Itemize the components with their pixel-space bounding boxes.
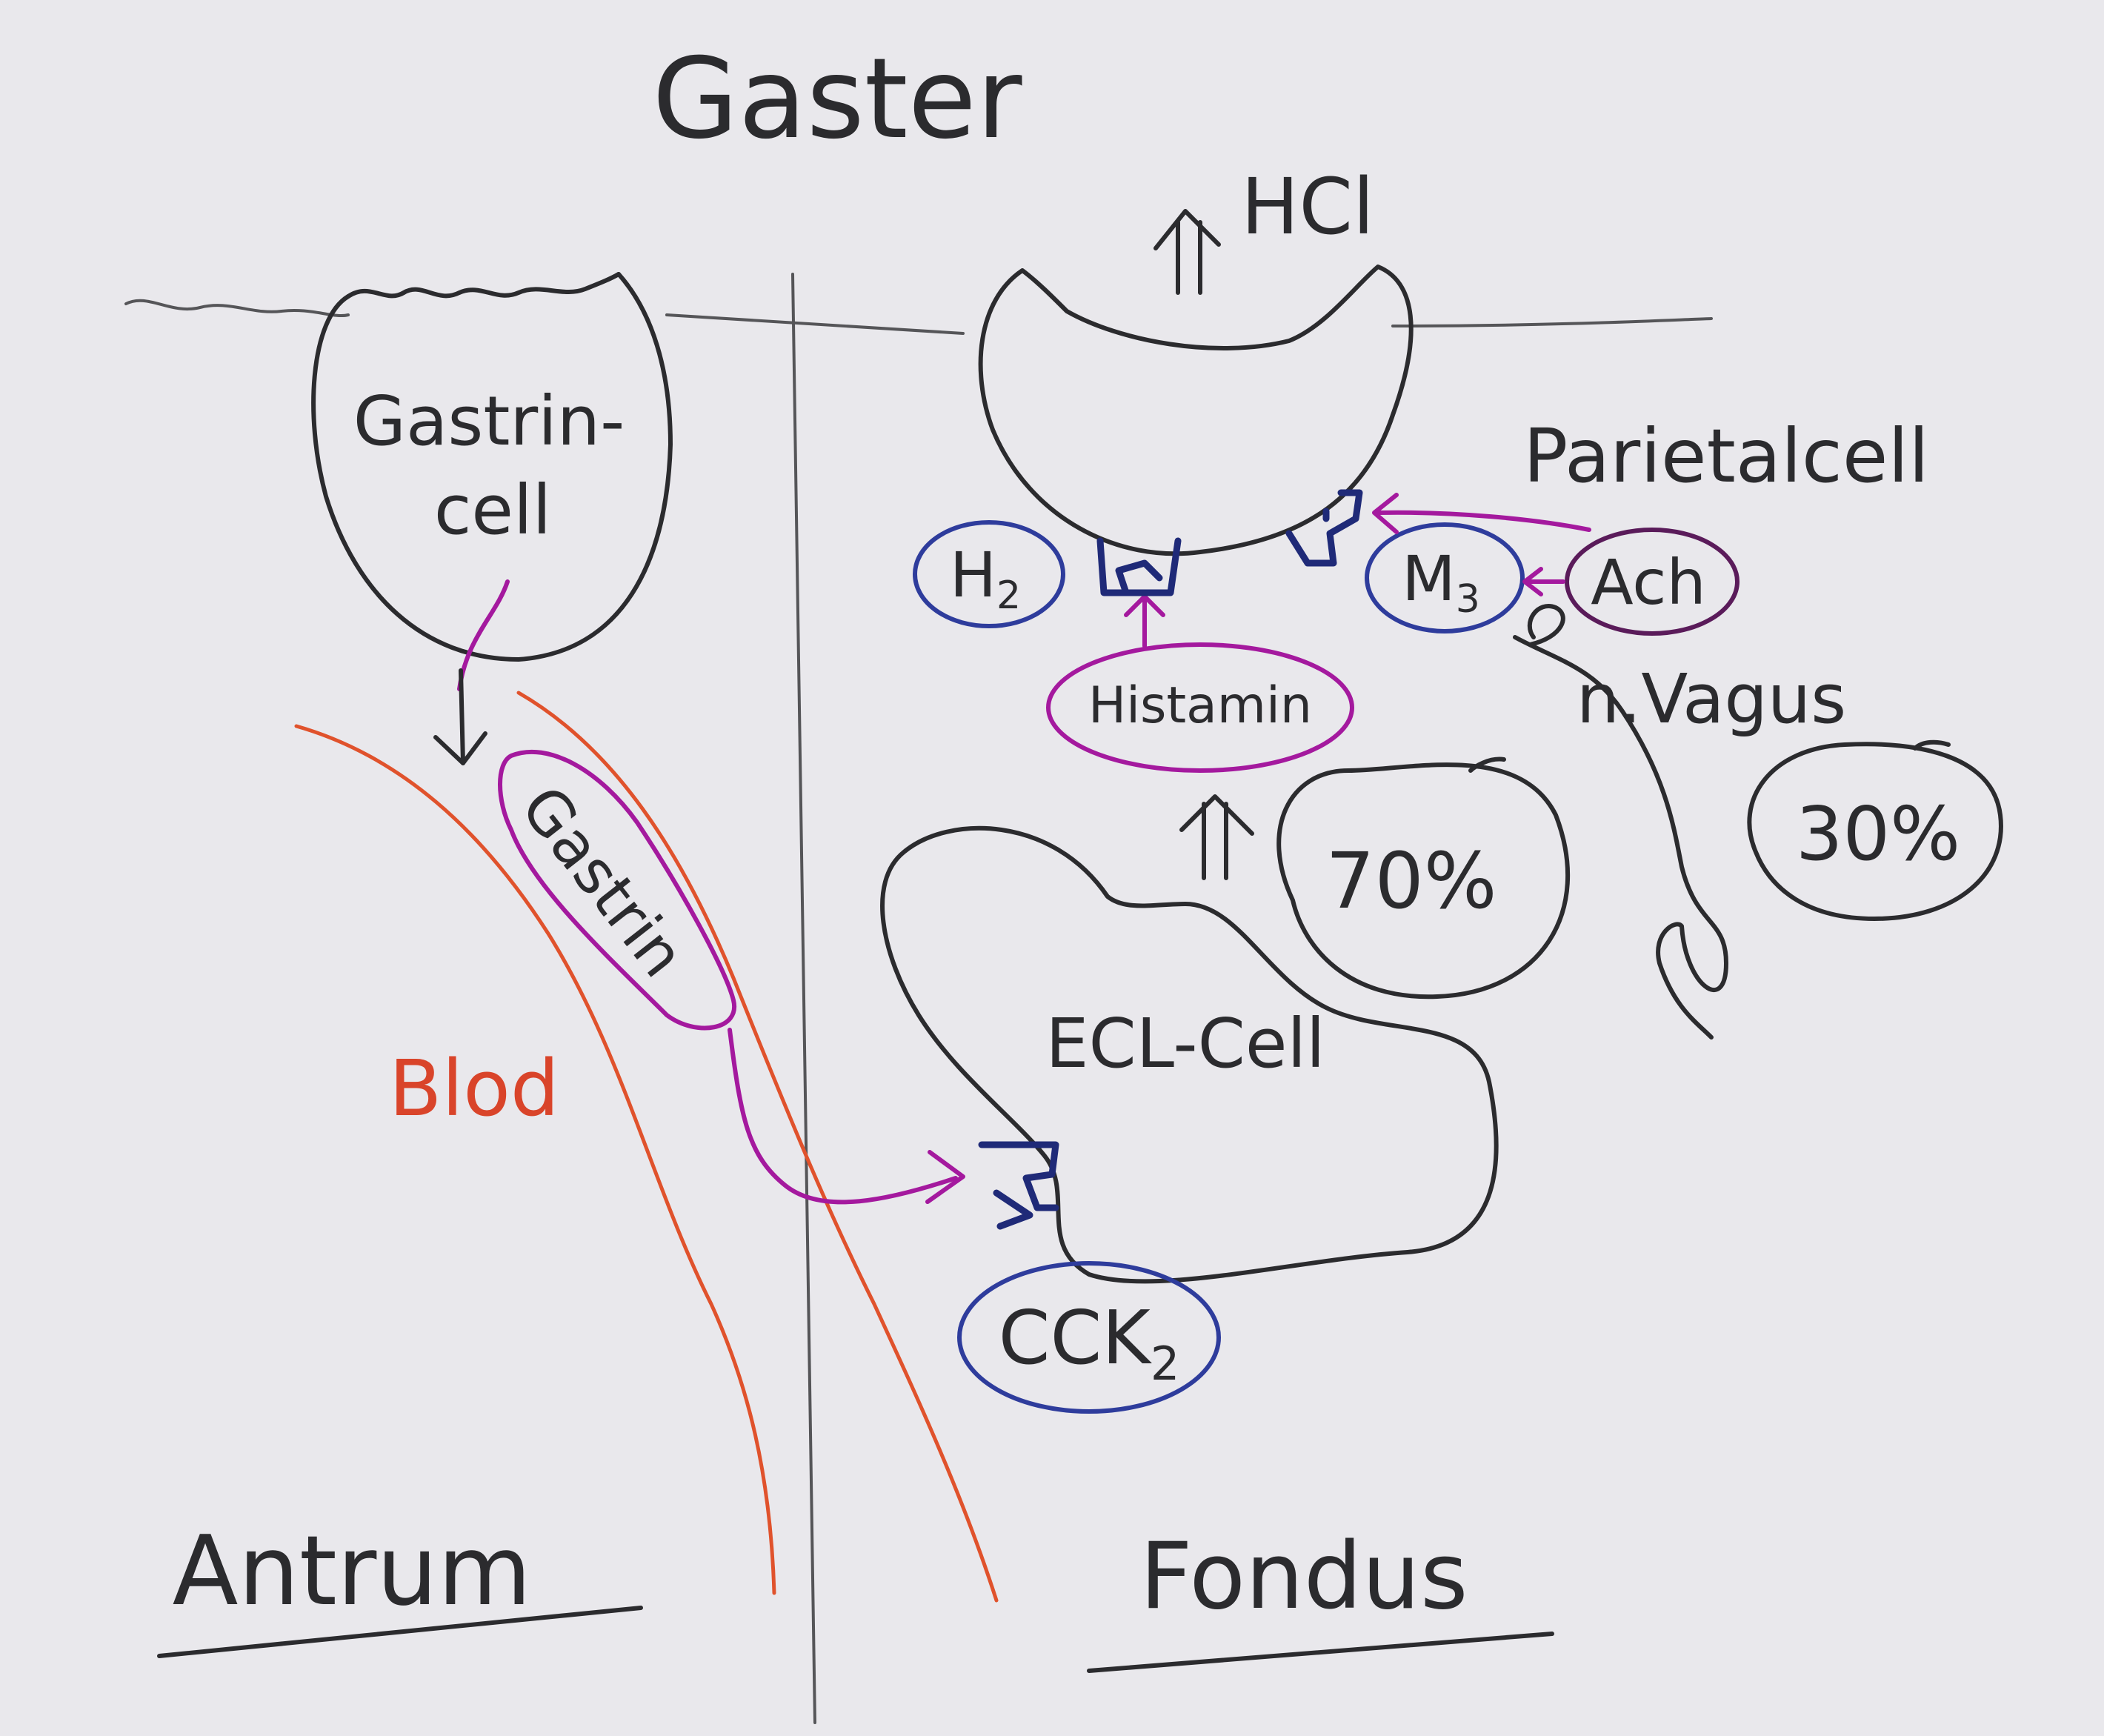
region-underline-fondus bbox=[1087, 1632, 1554, 1673]
vagus-share-bubble bbox=[1747, 739, 2003, 921]
histamin-outline bbox=[1046, 642, 1354, 773]
histamin-to-h2-arrow bbox=[1124, 594, 1165, 648]
histamin-label: Histamin bbox=[1088, 676, 1312, 735]
mucosa-surface-line bbox=[124, 299, 1713, 335]
blood-vessel-wall-inner bbox=[516, 691, 999, 1603]
gastrin-hormone-label: Gastrin bbox=[507, 774, 698, 991]
ecl-share-percent: 70% bbox=[1325, 836, 1497, 926]
region-label-fondus: Fondus bbox=[1139, 1523, 1468, 1630]
hcl-label: HCl bbox=[1241, 162, 1374, 252]
gastrin-to-cck2-arrow bbox=[728, 1028, 958, 1205]
region-underline-antrum bbox=[157, 1606, 643, 1658]
h2-receptor-name: H bbox=[950, 539, 996, 611]
gastrin-cell-label-line2: cell bbox=[434, 470, 551, 550]
ach-to-m3-arrow bbox=[1372, 493, 1591, 596]
m3-receptor-circle bbox=[1365, 522, 1525, 633]
region-label-antrum: Antrum bbox=[173, 1514, 532, 1627]
ecl-cell-label: ECL-Cell bbox=[1045, 1004, 1325, 1083]
gastrin-cell-apical-surface bbox=[346, 272, 621, 299]
gastrin-cell-label-line1: Gastrin- bbox=[353, 382, 625, 461]
ecl-cell-outline bbox=[880, 825, 1499, 1284]
h2-receptor-subscript: 2 bbox=[996, 573, 1021, 618]
ecl-to-histamin-arrow bbox=[1179, 794, 1254, 880]
m3-receptor-name: M bbox=[1402, 542, 1455, 615]
blood-vessel-wall-outer bbox=[294, 724, 776, 1595]
parietal-cell-outline bbox=[978, 265, 1414, 556]
m3-receptor-label: M3 bbox=[1402, 542, 1480, 622]
cck2-receptor-subscript: 2 bbox=[1151, 1337, 1179, 1391]
gastrin-release-arrow bbox=[457, 579, 510, 691]
cck2-receptor-circle bbox=[957, 1261, 1221, 1414]
gastrin-release-shaft bbox=[459, 668, 465, 765]
h2-receptor-circle bbox=[913, 520, 1065, 628]
m3-receptor-shape bbox=[1285, 489, 1363, 567]
cck2-receptor-name: CCK bbox=[999, 1294, 1153, 1381]
gastrin-cell-outline bbox=[311, 272, 673, 662]
ach-label: Ach bbox=[1591, 546, 1705, 619]
m3-receptor-subscript: 3 bbox=[1456, 577, 1480, 622]
h2-receptor-label: H2 bbox=[950, 539, 1021, 618]
ecl-share-bubble bbox=[1276, 756, 1570, 1000]
hcl-secretion-arrow bbox=[1153, 209, 1221, 295]
gastrin-hormone-outline bbox=[498, 749, 737, 1031]
blood-label: Blod bbox=[389, 1043, 559, 1134]
vagus-label: n.Vagus bbox=[1577, 659, 1846, 739]
vagus-share-percent: 30% bbox=[1796, 791, 1960, 877]
diagram-title: Gaster bbox=[652, 35, 1022, 164]
cck2-receptor-shape bbox=[978, 1141, 1059, 1230]
h2-receptor-shape bbox=[1096, 537, 1182, 596]
region-divider bbox=[791, 273, 816, 1724]
gastrin-to-cck2-arrowhead bbox=[925, 1150, 965, 1204]
parietal-cell-label: Parietalcell bbox=[1523, 413, 1929, 499]
cck2-receptor-label: CCK2 bbox=[999, 1294, 1180, 1391]
ach-outline bbox=[1565, 528, 1740, 636]
vagus-nerve bbox=[1513, 604, 1728, 1040]
